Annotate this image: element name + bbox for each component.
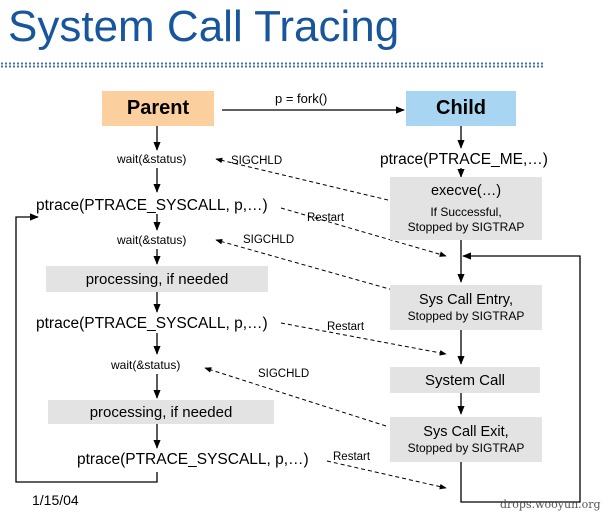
system-call-box: System Call: [390, 367, 540, 393]
wait-status-3: wait(&status): [111, 358, 181, 372]
wait-status-2: wait(&status): [117, 233, 187, 247]
syscall-exit-box: Sys Call Exit, Stopped by SIGTRAP: [390, 417, 542, 462]
sigchld-label-3: SIGCHLD: [258, 368, 310, 380]
sigchld-label-2: SIGCHLD: [243, 234, 295, 246]
execve-stopped-label: Stopped by SIGTRAP: [407, 219, 525, 234]
syscall-exit-label: Sys Call Exit,: [423, 423, 509, 440]
arrow-sigchld1: [215, 157, 389, 201]
restart-label-3: Restart: [333, 451, 371, 463]
if-successful-label: If Successful,: [430, 204, 502, 219]
sigchld-label-1: SIGCHLD: [231, 155, 283, 167]
arrow-sigchld3: [204, 367, 387, 427]
ptrace-me: ptrace(PTRACE_ME,…): [380, 151, 548, 168]
execve-label: execve(…): [430, 183, 502, 200]
syscall-entry-label: Sys Call Entry,: [418, 291, 513, 308]
restart-label-1: Restart: [307, 212, 345, 224]
parent-box: Parent: [102, 91, 214, 126]
page-title: System Call Tracing: [8, 2, 400, 51]
syscall-entry-stopped-label: Stopped by SIGTRAP: [407, 309, 525, 324]
slide-date: 1/15/04: [32, 492, 79, 508]
watermark: drops.wooyun.org: [500, 498, 601, 511]
arrow-sigchld2: [215, 239, 394, 291]
processing-box-1: processing, if needed: [46, 266, 268, 292]
execve-box: execve(…) If Successful, Stopped by SIGT…: [390, 177, 542, 240]
fork-label: p = fork(): [275, 91, 328, 106]
processing-box-2: processing, if needed: [48, 400, 274, 424]
ptrace-syscall-3: ptrace(PTRACE_SYSCALL, p,…): [77, 451, 309, 468]
arrow-restart1: [280, 207, 447, 257]
syscall-entry-box: Sys Call Entry, Stopped by SIGTRAP: [390, 285, 542, 330]
arrow-child-loop: [460, 252, 581, 503]
ptrace-syscall-2: ptrace(PTRACE_SYSCALL, p,…): [36, 315, 268, 332]
arrow-restart3: [326, 460, 447, 490]
syscall-exit-stopped-label: Stopped by SIGTRAP: [407, 441, 525, 456]
child-box: Child: [406, 91, 516, 126]
arrow-parent-loop: [15, 213, 158, 483]
ptrace-syscall-1: ptrace(PTRACE_SYSCALL, p,…): [36, 197, 268, 214]
restart-label-2: Restart: [327, 321, 365, 333]
title-divider: [0, 62, 545, 68]
wait-status-1: wait(&status): [117, 152, 187, 166]
